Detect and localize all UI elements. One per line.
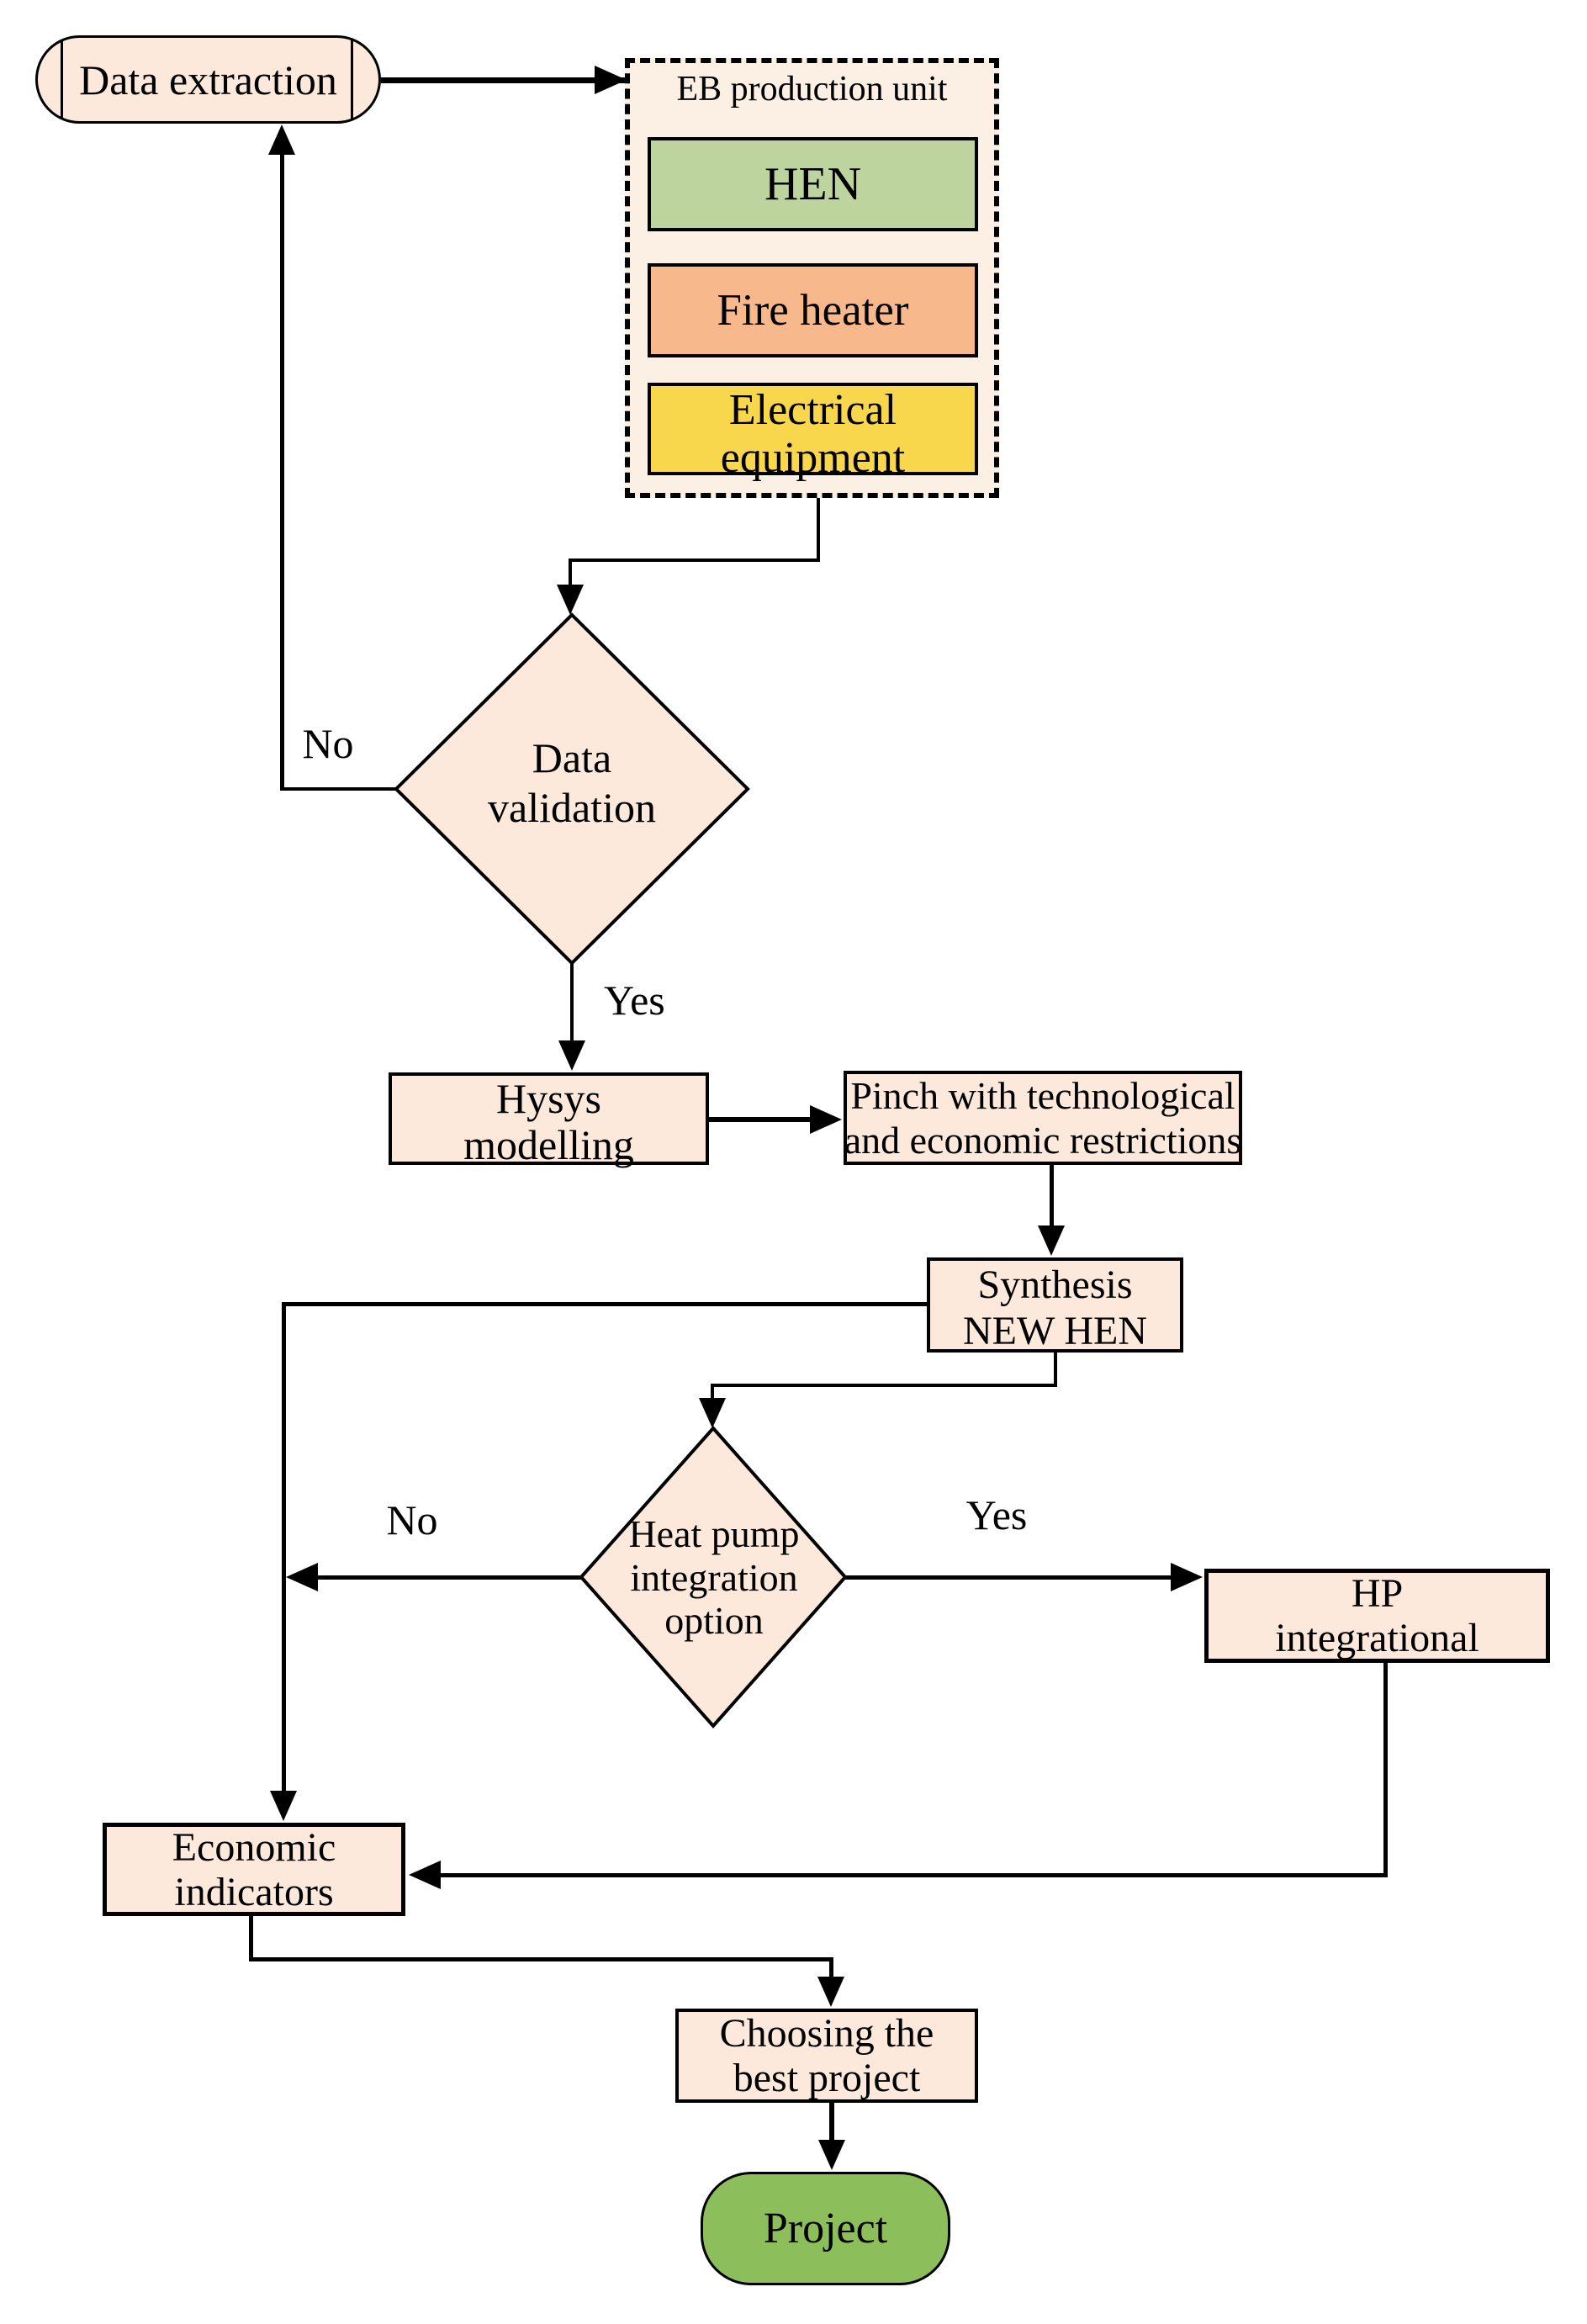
arrowhead-hp-no <box>286 1563 318 1591</box>
node-data-extraction <box>35 35 381 124</box>
edge-extraction-to-eb <box>381 77 625 83</box>
node-fire-heater-label: Fire heater <box>717 286 909 335</box>
edge-economic-right <box>249 1957 833 1961</box>
label-line: Heat pump <box>628 1512 800 1555</box>
edge-label-validation-yes: Yes <box>604 977 665 1024</box>
node-choosing-best-project-label: Choosing the best project <box>675 2011 978 2101</box>
arrowhead-into-pinch <box>810 1105 842 1134</box>
edge-validation-yes <box>570 961 574 1046</box>
edge-synthesis-to-diamond-h <box>711 1384 1057 1387</box>
edge-economic-to-choosing <box>829 1957 833 1978</box>
edge-label-validation-no: No <box>302 720 354 767</box>
node-hysys-modelling-label: Hysys modelling <box>389 1076 709 1168</box>
label-line: Pinch with technological <box>850 1074 1235 1117</box>
node-electrical-equipment <box>648 383 978 475</box>
label-line: equipment <box>720 434 906 483</box>
edge-eb-to-diamond <box>569 559 572 589</box>
node-hen-label: HEN <box>764 158 862 210</box>
arrowhead-into-eb <box>595 66 627 94</box>
node-heat-pump-option <box>579 1425 848 1729</box>
node-hp-integrational-label: HP integrational <box>1204 1571 1550 1661</box>
arrowhead-into-synthesis <box>1038 1226 1065 1256</box>
label-line: Data <box>532 734 612 781</box>
node-data-extraction-label: Data extraction <box>79 56 337 103</box>
edge-label-hp-no: No <box>386 1496 438 1543</box>
edge-synthesis-left-v <box>282 1302 286 1792</box>
node-project <box>701 2172 950 2285</box>
arrowhead-into-hysys <box>558 1040 585 1071</box>
edge-label-hp-yes: Yes <box>965 1491 1028 1538</box>
node-economic-indicators-label: Economic indicators <box>103 1825 405 1915</box>
label-line: modelling <box>463 1121 634 1168</box>
edge-hp-yes <box>843 1575 1174 1580</box>
node-pinch-restrictions-label: Pinch with technological and economic re… <box>844 1074 1242 1163</box>
label-line: Synthesis <box>977 1263 1133 1307</box>
edge-hysys-to-pinch <box>709 1117 812 1122</box>
label-line: Choosing the <box>719 2011 934 2056</box>
node-project-label: Project <box>763 2205 888 2253</box>
arrowhead-into-extraction <box>268 124 295 155</box>
container-eb-title: EB production unit <box>676 70 948 109</box>
node-synthesis-new-hen-label: Synthesis NEW HEN <box>927 1262 1183 1354</box>
node-hysys-modelling <box>389 1072 709 1165</box>
arrowhead-into-economic-right <box>409 1861 441 1889</box>
edge-eb-down <box>817 496 820 562</box>
label-line: and economic restrictions <box>844 1118 1242 1162</box>
edge-choosing-to-project <box>829 2103 834 2141</box>
label-line: option <box>664 1599 764 1643</box>
label-line: integrational <box>1275 1615 1479 1660</box>
label-line: NEW HEN <box>962 1309 1148 1354</box>
edge-eb-left <box>569 559 820 562</box>
label-line: Economic <box>172 1825 336 1870</box>
node-heat-pump-option-label: Heat pump integration option <box>581 1512 847 1643</box>
edge-hpbox-down <box>1383 1663 1388 1877</box>
capsule-endcap-left <box>61 40 63 119</box>
label-line: HP <box>1351 1571 1404 1616</box>
label-line: best project <box>733 2055 921 2100</box>
edge-hp-no <box>318 1575 585 1580</box>
arrowhead-into-choosing <box>817 1977 844 2007</box>
capsule-endcap-right <box>351 40 353 119</box>
node-economic-indicators <box>103 1823 405 1916</box>
node-hen <box>648 137 978 231</box>
edge-pinch-to-synthesis <box>1050 1165 1054 1228</box>
label-line: validation <box>488 784 656 831</box>
arrowhead-into-hp-diamond <box>699 1398 726 1428</box>
edge-synthesis-to-diamond-v <box>711 1384 714 1400</box>
arrowhead-into-hp-box <box>1171 1563 1203 1591</box>
node-fire-heater <box>648 263 978 357</box>
edge-validation-no-v <box>280 151 284 791</box>
node-data-validation-label: Data validation <box>398 733 746 833</box>
node-synthesis-new-hen <box>927 1257 1183 1353</box>
node-choosing-best-project <box>675 2009 978 2103</box>
edge-synthesis-left-h <box>282 1302 927 1306</box>
node-electrical-equipment-label: Electrical equipment <box>648 386 978 482</box>
node-pinch-restrictions <box>844 1071 1242 1165</box>
arrowhead-into-economic-top <box>270 1791 297 1821</box>
edge-synthesis-down <box>1054 1353 1057 1387</box>
arrowhead-into-validation <box>557 585 584 615</box>
arrowhead-into-project <box>818 2140 845 2170</box>
edge-hpbox-left <box>439 1873 1388 1877</box>
node-hp-integrational <box>1204 1569 1550 1663</box>
edge-validation-no-h <box>280 787 399 791</box>
node-data-validation <box>394 612 750 966</box>
label-line: integration <box>630 1555 798 1599</box>
edge-economic-down <box>249 1916 253 1961</box>
label-line: Electrical <box>728 386 897 434</box>
label-line: Hysys <box>495 1075 602 1122</box>
label-line: indicators <box>174 1869 334 1914</box>
